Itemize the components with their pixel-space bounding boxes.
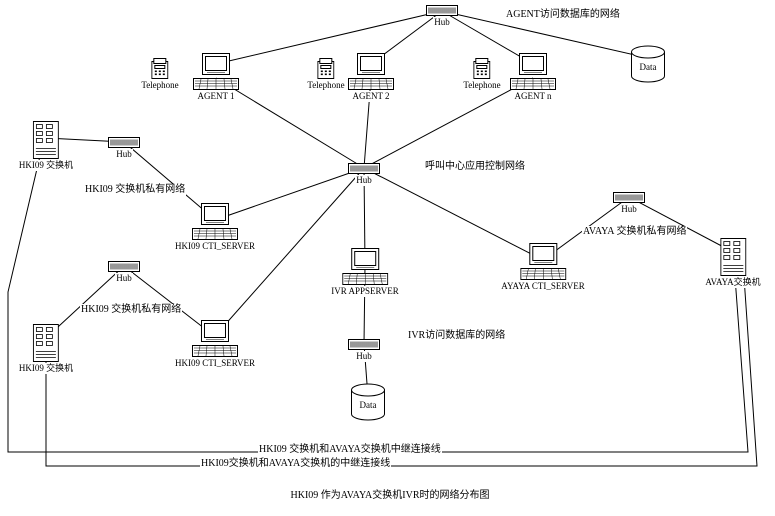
node-label: HKI09 CTI_SERVER bbox=[173, 358, 257, 369]
node-hub-ivr[interactable]: Hub bbox=[348, 339, 380, 362]
node-label: AGENT 1 bbox=[196, 91, 236, 102]
network-label-hki09-upper: HKI09 交换机私有网络 bbox=[84, 184, 187, 196]
node-label: AYAYA CTI_SERVER bbox=[500, 281, 586, 292]
node-label: Hub bbox=[433, 17, 451, 28]
connection-line bbox=[45, 265, 125, 339]
trunk-line-lower bbox=[45, 276, 758, 467]
computer-icon bbox=[510, 53, 556, 90]
connection-line bbox=[441, 10, 649, 59]
database-icon bbox=[630, 45, 666, 83]
node-hub-right[interactable]: Hub bbox=[613, 192, 645, 215]
node-cti-server-upper[interactable]: HKI09 CTI_SERVER bbox=[173, 203, 257, 252]
node-telephone-3[interactable]: Telephone bbox=[462, 58, 502, 91]
node-label: IVR APPSERVER bbox=[330, 286, 400, 297]
connection-line bbox=[214, 167, 365, 337]
network-label-call-center: 呼叫中心应用控制网络 bbox=[424, 161, 526, 173]
node-hub-center[interactable]: Hub bbox=[348, 163, 380, 186]
node-avaya-cti-server[interactable]: AYAYA CTI_SERVER bbox=[500, 243, 586, 292]
node-ivr-appserver[interactable]: IVR APPSERVER bbox=[330, 248, 400, 297]
node-label: Telephone bbox=[306, 80, 346, 91]
connection-line bbox=[363, 167, 544, 261]
node-label: Hub bbox=[115, 149, 133, 160]
node-label: Data bbox=[639, 62, 657, 72]
node-label: Hub bbox=[620, 204, 638, 215]
trunk-label-lower: HKI09交换机和AVAYA交换机的中继连接线 bbox=[200, 458, 392, 470]
node-data-bottom[interactable]: Data bbox=[350, 383, 386, 421]
node-label: HKI09 交换机 bbox=[17, 160, 75, 171]
telephone-icon bbox=[317, 58, 335, 79]
node-label: HKI09 CTI_SERVER bbox=[173, 241, 257, 252]
switch-icon bbox=[33, 324, 59, 362]
hub-icon bbox=[108, 261, 140, 272]
node-data-top[interactable]: Data bbox=[630, 45, 666, 83]
node-label: Hub bbox=[355, 175, 373, 186]
connection-line bbox=[628, 196, 734, 253]
hub-icon bbox=[426, 5, 458, 16]
node-telephone-2[interactable]: Telephone bbox=[306, 58, 346, 91]
node-label: AGENT 2 bbox=[351, 91, 391, 102]
node-hub-left-upper[interactable]: Hub bbox=[108, 137, 140, 160]
hub-icon bbox=[348, 339, 380, 350]
node-label: Hub bbox=[355, 351, 373, 362]
node-switch-left-upper[interactable]: HKI09 交换机 bbox=[17, 121, 75, 171]
hub-icon bbox=[348, 163, 380, 174]
node-label: Hub bbox=[115, 273, 133, 284]
node-switch-right[interactable]: AVAYA交换机 bbox=[704, 238, 762, 288]
node-agent-2[interactable]: AGENT 2 bbox=[348, 53, 394, 102]
hub-icon bbox=[613, 192, 645, 203]
computer-icon bbox=[342, 248, 388, 285]
network-label-agent-db: AGENT访问数据库的网络 bbox=[505, 9, 621, 21]
trunk-line-upper bbox=[7, 155, 749, 453]
connection-line bbox=[123, 141, 214, 219]
computer-icon bbox=[192, 203, 238, 240]
network-label-ivr-db: IVR访问数据库的网络 bbox=[407, 330, 507, 342]
node-label: Telephone bbox=[462, 80, 502, 91]
diagram-title: HKI09 作为AVAYA交换机IVR时的网络分布图 bbox=[290, 490, 490, 501]
connection-line bbox=[123, 265, 214, 336]
switch-icon bbox=[33, 121, 59, 159]
node-label: AVAYA交换机 bbox=[704, 277, 762, 288]
node-hub-left-lower[interactable]: Hub bbox=[108, 261, 140, 284]
node-agent-1[interactable]: AGENT 1 bbox=[193, 53, 239, 102]
computer-icon bbox=[519, 243, 566, 280]
computer-icon bbox=[192, 320, 238, 357]
node-label: Telephone bbox=[140, 80, 180, 91]
telephone-icon bbox=[473, 58, 491, 79]
connection-line bbox=[441, 10, 534, 65]
computer-icon bbox=[348, 53, 394, 90]
computer-icon bbox=[193, 53, 239, 90]
network-label-avaya: AVAYA 交换机私有网络 bbox=[582, 226, 688, 238]
connection-line bbox=[215, 10, 443, 65]
node-label: AGENT n bbox=[513, 91, 553, 102]
database-icon bbox=[350, 383, 386, 421]
node-telephone-1[interactable]: Telephone bbox=[140, 58, 180, 91]
node-hub-top[interactable]: Hub bbox=[426, 5, 458, 28]
connection-line bbox=[215, 77, 365, 169]
node-agent-n[interactable]: AGENT n bbox=[510, 53, 556, 102]
node-cti-server-lower[interactable]: HKI09 CTI_SERVER bbox=[173, 320, 257, 369]
node-label: Data bbox=[359, 400, 377, 410]
connection-line bbox=[214, 167, 365, 221]
network-label-hki09-lower: HKI09 交换机私有网络 bbox=[80, 304, 183, 316]
node-switch-left-lower[interactable]: HKI09 交换机 bbox=[17, 324, 75, 374]
connection-line bbox=[363, 77, 534, 169]
trunk-label-upper: HKI09 交换机和AVAYA交换机中继连接线 bbox=[258, 444, 442, 456]
switch-icon bbox=[719, 238, 746, 276]
telephone-icon bbox=[151, 58, 169, 79]
hub-icon bbox=[108, 137, 140, 148]
node-label: HKI09 交换机 bbox=[17, 363, 75, 374]
